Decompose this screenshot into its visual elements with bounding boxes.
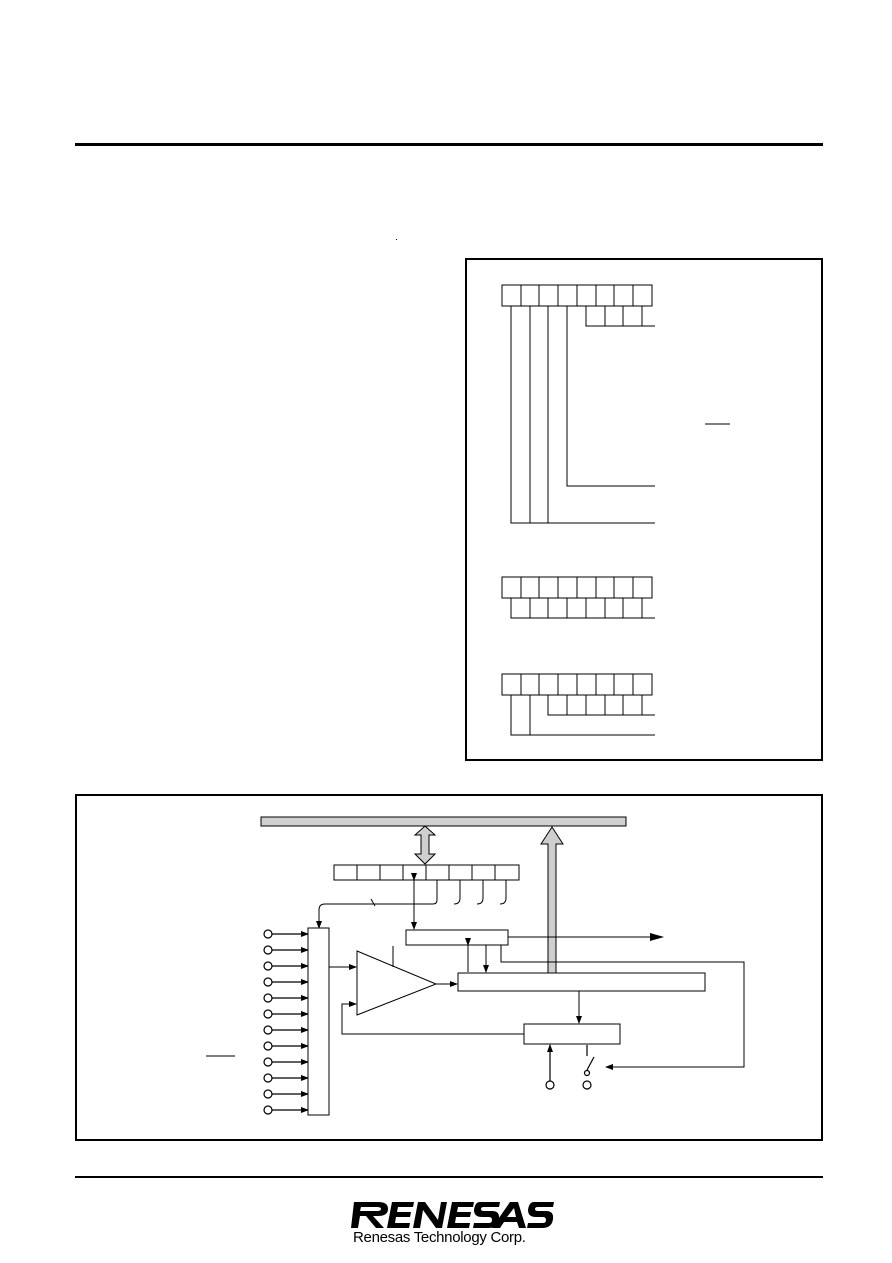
register-figure-frame <box>465 258 823 761</box>
block-diagram <box>75 794 823 1141</box>
footer-rule <box>75 1176 823 1178</box>
register-figure-canvas <box>465 258 823 761</box>
bus-up-arrow <box>540 826 564 975</box>
comparator <box>329 950 525 1035</box>
successive-approximation-register <box>457 972 706 992</box>
multiplexer-block <box>307 927 330 1116</box>
bus-bidirectional-arrow <box>413 825 437 865</box>
analog-input-pins <box>263 929 309 1115</box>
header-rule <box>75 143 823 146</box>
data-bus <box>260 816 627 827</box>
register-2 <box>501 576 655 619</box>
ad-register <box>405 929 509 946</box>
reference-pins <box>545 1044 595 1090</box>
register-1 <box>501 284 730 524</box>
renesas-wordmark <box>351 1202 554 1228</box>
register-3 <box>501 673 655 736</box>
register-figure <box>465 258 823 761</box>
print-speck <box>396 239 397 240</box>
control-register <box>316 864 520 930</box>
conversion-registers <box>392 929 745 1070</box>
renesas-logo <box>340 1196 560 1252</box>
block-diagram-frame <box>75 794 823 1141</box>
company-tagline: Renesas Technology Corp. <box>353 1229 526 1246</box>
resistor-ladder <box>523 1023 621 1045</box>
block-diagram-canvas <box>75 794 823 1141</box>
